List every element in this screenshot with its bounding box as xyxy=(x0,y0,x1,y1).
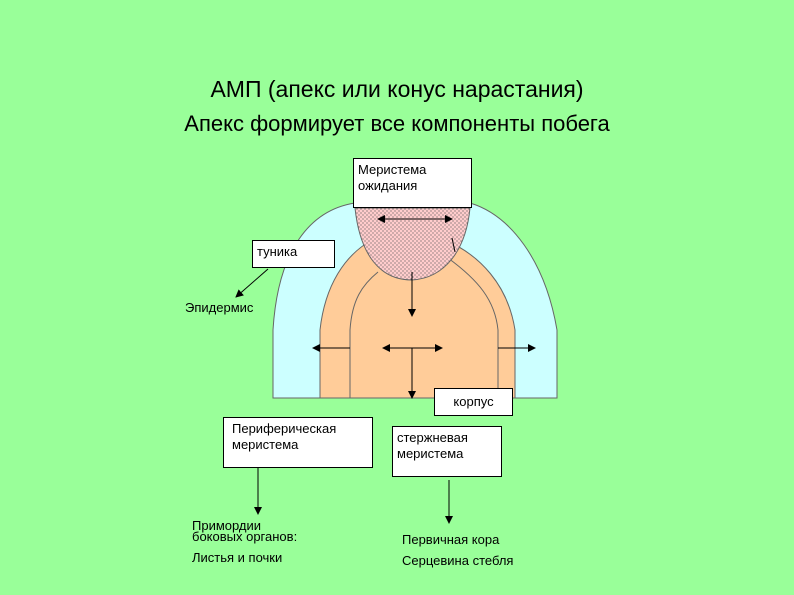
rib-meristem-label: стержневая меристема xyxy=(397,430,468,461)
peripheral-meristem-label: Периферическая меристема xyxy=(232,421,337,452)
primary-cortex-label: Первичная кора xyxy=(402,532,500,547)
meristem-waiting-label: Меристема ожидания xyxy=(358,162,427,193)
epidermis-label: Эпидермис xyxy=(185,300,254,315)
stem-pith-label: Серцевина стебля xyxy=(402,553,514,568)
peripheral-meristem-box: Периферическая меристема xyxy=(223,417,373,468)
rib-meristem-box: стержневая меристема xyxy=(392,426,502,477)
primordia-label-line1: Примордии xyxy=(192,518,262,533)
inner-layer-line-left xyxy=(349,271,379,398)
leaves-buds-label: Листья и почки xyxy=(192,550,283,565)
meristem-waiting-box: Меристема ожидания xyxy=(353,158,472,208)
primordia-label-line2: боковых органов: xyxy=(192,529,298,544)
tunica-label: туника xyxy=(257,244,298,259)
corpus-box: корпус xyxy=(434,388,513,416)
tunica-to-epidermis-arrow xyxy=(235,268,269,298)
corpus-label: корпус xyxy=(453,394,494,409)
tunica-box: туника xyxy=(252,240,335,268)
slide-subtitle: Апекс формирует все компоненты побега xyxy=(184,111,610,136)
inner-layer-line-right xyxy=(447,257,499,398)
slide-title: АМП (апекс или конус нарастания) xyxy=(210,76,584,102)
